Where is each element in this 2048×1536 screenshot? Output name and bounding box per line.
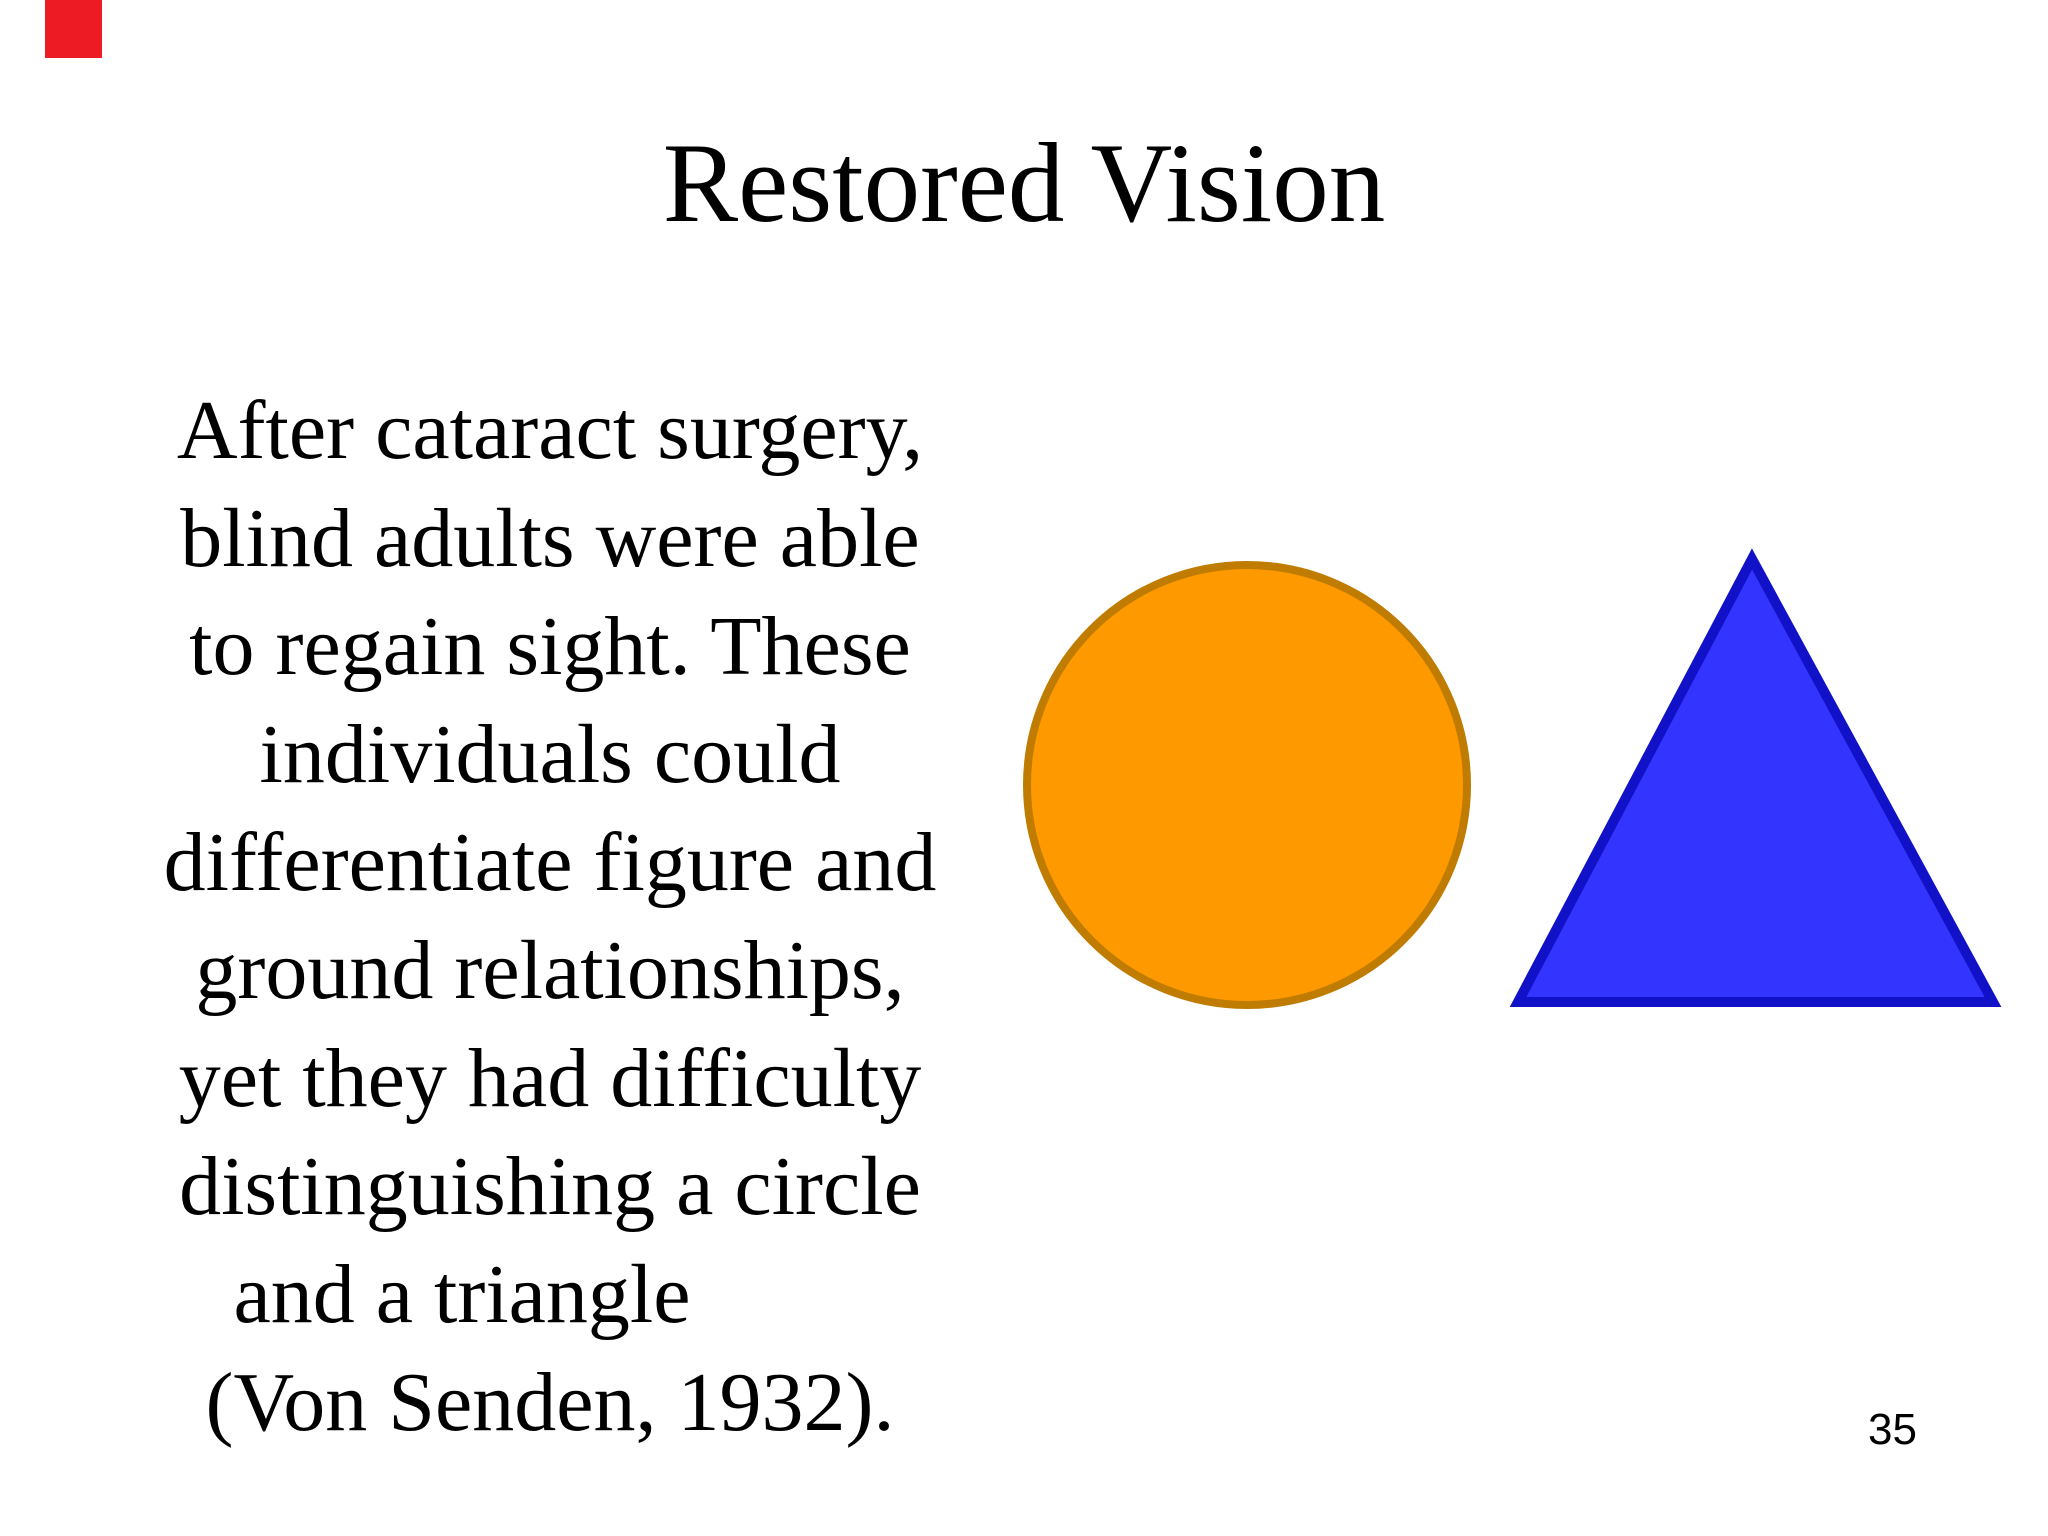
body-line: ground relationships, xyxy=(195,924,905,1017)
body-line: After cataract surgery, xyxy=(176,384,924,477)
red-rectangle xyxy=(45,0,102,58)
body-line: (Von Senden, 1932). xyxy=(205,1356,895,1449)
body-line: yet they had difficulty xyxy=(178,1032,922,1125)
slide-title: Restored Vision xyxy=(662,121,1386,246)
body-line: individuals could xyxy=(259,708,841,801)
body-line: blind adults were able xyxy=(180,492,920,585)
blue-triangle-shape xyxy=(1509,548,2002,1007)
body-line: distinguishing a circle xyxy=(179,1140,921,1233)
page-number: 35 xyxy=(1868,1405,1917,1454)
red-rectangle-shape xyxy=(45,0,102,58)
body-line: to regain sight. These xyxy=(189,600,911,693)
orange-circle-shape xyxy=(1023,561,1471,1009)
blue-triangle xyxy=(1509,548,2002,1007)
orange-circle xyxy=(1023,561,1471,1009)
body-line: differentiate figure and xyxy=(163,816,937,909)
body-text-block: After cataract surgery, blind adults were… xyxy=(115,377,985,1457)
body-line: and a triangle xyxy=(233,1248,691,1341)
